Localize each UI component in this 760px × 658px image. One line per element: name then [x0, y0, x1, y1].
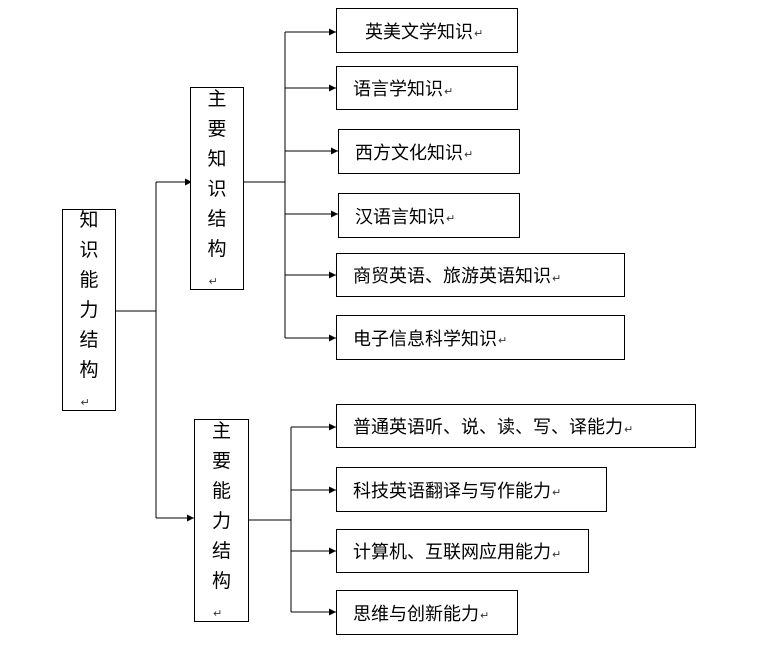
- leaf-node: 思维与创新能力↵: [336, 590, 518, 635]
- branch-char: 结: [211, 539, 231, 562]
- leaf-node: 电子信息科学知识↵: [336, 315, 625, 360]
- leaf-label: 科技英语翻译与写作能力: [353, 480, 551, 502]
- paragraph-mark: ↵: [552, 271, 562, 285]
- paragraph-mark: ↵: [464, 148, 474, 161]
- branch-char: 要: [207, 117, 227, 140]
- branch-char: 主: [211, 419, 231, 442]
- leaf-label: 语言学知识: [353, 79, 443, 100]
- leaf-node: 汉语言知识↵: [338, 193, 520, 238]
- leaf-node: 西方文化知识↵: [338, 129, 520, 174]
- branch-ability-node: 主 要 能 力 结 构 ↵: [194, 419, 249, 622]
- paragraph-mark: ↵: [212, 606, 223, 620]
- branch-char: 要: [211, 449, 231, 472]
- paragraph-mark: ↵: [208, 274, 218, 288]
- leaf-label: 计算机、互联网应用能力: [353, 542, 551, 563]
- paragraph-mark: ↵: [624, 422, 634, 436]
- leaf-label: 电子信息科学知识: [353, 328, 497, 350]
- branch-char: 构: [207, 237, 227, 260]
- root-char: 知: [79, 209, 99, 231]
- paragraph-mark: ↵: [444, 84, 454, 98]
- root-char: 结: [79, 329, 99, 351]
- branch-char: 力: [211, 509, 231, 532]
- leaf-label: 普通英语听、说、读、写、译能力: [353, 417, 623, 438]
- root-char: 识: [79, 239, 99, 261]
- branch-char: 识: [207, 177, 227, 200]
- leaf-label: 思维与创新能力: [353, 603, 479, 625]
- branch-char: 知: [207, 147, 227, 170]
- leaf-label: 商贸英语、旅游英语知识: [353, 266, 551, 287]
- root-char: 力: [79, 299, 99, 321]
- branch-char: 构: [211, 569, 231, 592]
- paragraph-mark: ↵: [498, 334, 508, 347]
- leaf-node: 语言学知识↵: [336, 66, 518, 110]
- leaf-label: 西方文化知识: [355, 142, 463, 164]
- paragraph-mark: ↵: [474, 27, 484, 40]
- branch-knowledge-node: 主 要 知 识 结 构 ↵: [190, 87, 244, 290]
- paragraph-mark: ↵: [552, 547, 562, 561]
- paragraph-mark: ↵: [480, 609, 490, 622]
- root-char: 构: [79, 359, 99, 381]
- paragraph-mark: ↵: [552, 486, 562, 499]
- branch-char: 主: [207, 87, 227, 110]
- leaf-node: 英美文学知识↵: [336, 8, 518, 53]
- leaf-node: 普通英语听、说、读、写、译能力↵: [336, 404, 696, 448]
- paragraph-mark: ↵: [80, 396, 90, 409]
- leaf-node: 商贸英语、旅游英语知识↵: [336, 253, 625, 297]
- root-char: 能: [79, 269, 99, 291]
- branch-char: 能: [211, 479, 231, 502]
- leaf-node: 科技英语翻译与写作能力↵: [336, 467, 607, 512]
- root-node: 知 识 能 力 结 构 ↵: [62, 209, 116, 411]
- leaf-node: 计算机、互联网应用能力↵: [336, 529, 589, 573]
- leaf-label: 汉语言知识: [355, 206, 445, 228]
- leaf-label: 英美文学知识: [365, 21, 473, 43]
- branch-char: 结: [207, 207, 227, 230]
- paragraph-mark: ↵: [446, 212, 456, 225]
